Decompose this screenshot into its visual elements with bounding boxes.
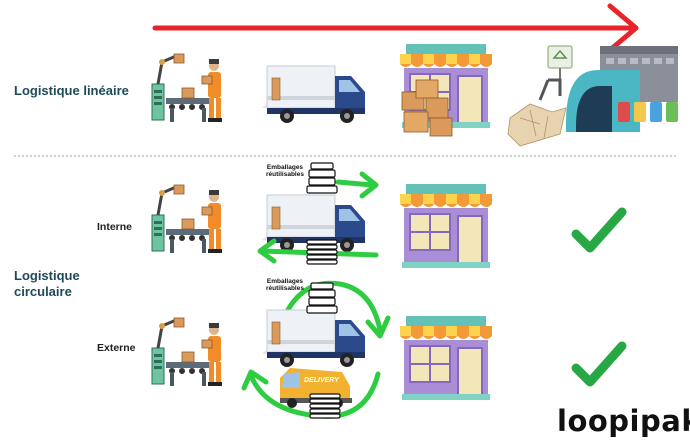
external-label: Externe — [97, 342, 136, 354]
shop-icon-internal — [399, 183, 493, 269]
check-icon-external — [576, 346, 622, 382]
circular-title: Logistique circulaire — [14, 268, 80, 300]
delivery-van-label: DELIVERY — [304, 377, 339, 384]
factory-icon-internal — [150, 183, 224, 255]
reusable-packaging-label-external: Emballages réutilisables — [266, 278, 304, 293]
section-divider — [14, 155, 676, 157]
empty-containers-icon-external — [309, 393, 341, 419]
truck-icon-internal — [262, 194, 366, 253]
forward-arrow-internal — [335, 171, 379, 199]
truck-icon-external — [262, 309, 366, 368]
truck-icon — [262, 65, 366, 124]
empty-containers-icon — [306, 239, 338, 265]
check-icon-internal — [576, 212, 622, 248]
linear-title: Logistique linéaire — [14, 83, 129, 98]
recycling-plant-icon — [507, 45, 678, 147]
internal-label: Interne — [97, 221, 133, 233]
cardboard-boxes-icon — [401, 79, 453, 137]
factory-icon-external — [150, 316, 224, 388]
reusable-packaging-label: Emballages réutilisables — [266, 164, 304, 179]
factory-icon — [150, 52, 224, 124]
brand-logo: loopipak — [557, 404, 690, 438]
shop-icon-external — [399, 315, 493, 401]
timeline-arrow — [152, 3, 639, 53]
